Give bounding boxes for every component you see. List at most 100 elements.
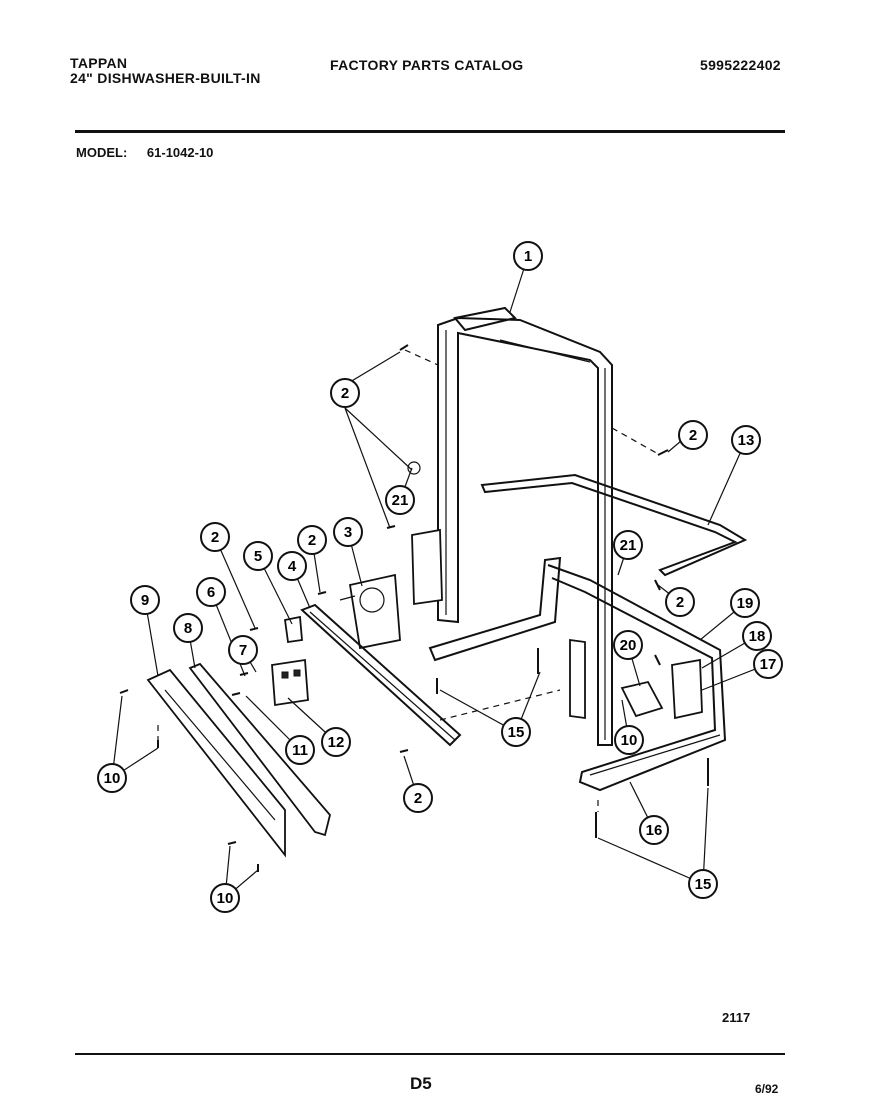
callout-circle bbox=[321, 727, 351, 757]
model-number: 61-1042-10 bbox=[146, 145, 214, 160]
callout-2: 2 bbox=[297, 525, 327, 555]
callout-circle bbox=[688, 869, 718, 899]
alignment-lines bbox=[157, 349, 661, 812]
callout-2: 2 bbox=[330, 378, 360, 408]
callout-circle bbox=[333, 517, 363, 547]
frame-assembly bbox=[437, 306, 613, 746]
callout-16: 16 bbox=[639, 815, 669, 845]
callout-number: 9 bbox=[141, 592, 149, 609]
callout-2: 2 bbox=[678, 420, 708, 450]
callout-circle bbox=[330, 378, 360, 408]
callout-number: 10 bbox=[104, 770, 121, 787]
callout-number: 2 bbox=[689, 427, 697, 444]
model-label: MODEL: bbox=[76, 145, 128, 160]
switch-assembly bbox=[271, 615, 309, 707]
callout-10: 10 bbox=[97, 763, 127, 793]
callout-12: 12 bbox=[321, 727, 351, 757]
callout-number: 13 bbox=[738, 432, 755, 449]
callout-circle bbox=[753, 649, 783, 679]
callout-number: 6 bbox=[207, 584, 215, 601]
callout-circle bbox=[665, 587, 695, 617]
callout-number: 18 bbox=[749, 628, 766, 645]
callout-15: 15 bbox=[688, 869, 718, 899]
callout-number: 17 bbox=[760, 656, 777, 673]
callout-circle bbox=[285, 735, 315, 765]
callout-number: 20 bbox=[620, 637, 637, 654]
callout-circle bbox=[501, 717, 531, 747]
callout-circle bbox=[200, 522, 230, 552]
revision-date: 6/92 bbox=[755, 1082, 779, 1096]
callout-9: 9 bbox=[130, 585, 160, 615]
callout-circle bbox=[228, 635, 258, 665]
callout-2: 2 bbox=[665, 587, 695, 617]
callout-21: 21 bbox=[385, 485, 415, 515]
product-name: 24" DISHWASHER-BUILT-IN bbox=[70, 70, 261, 86]
mount-bracket bbox=[407, 461, 443, 606]
callout-circle bbox=[613, 630, 643, 660]
callout-number: 2 bbox=[414, 790, 422, 807]
callout-19: 19 bbox=[730, 588, 760, 618]
hinge-bracket bbox=[569, 638, 703, 720]
callout-number: 11 bbox=[292, 742, 308, 759]
water-valve bbox=[339, 573, 401, 650]
access-panel bbox=[146, 662, 331, 858]
callout-21: 21 bbox=[613, 530, 643, 560]
callout-number: 1 bbox=[524, 248, 532, 265]
callout-number: 10 bbox=[621, 732, 638, 749]
callout-number: 2 bbox=[341, 385, 349, 402]
switch-rail bbox=[300, 603, 462, 747]
callout-2: 2 bbox=[200, 522, 230, 552]
callout-circle bbox=[614, 725, 644, 755]
callout-18: 18 bbox=[742, 621, 772, 651]
callout-circle bbox=[730, 588, 760, 618]
callout-number: 8 bbox=[184, 620, 192, 637]
callout-number: 12 bbox=[328, 734, 345, 751]
callout-4: 4 bbox=[277, 551, 307, 581]
callout-circle bbox=[196, 577, 226, 607]
callout-circle bbox=[639, 815, 669, 845]
callout-number: 15 bbox=[508, 724, 525, 741]
lower-rail bbox=[428, 556, 727, 792]
callout-number: 2 bbox=[211, 529, 219, 546]
callout-11: 11 bbox=[285, 735, 315, 765]
footer-divider bbox=[75, 1053, 785, 1055]
callout-number: 10 bbox=[217, 890, 234, 907]
model-row: MODEL: 61-1042-10 bbox=[76, 145, 213, 160]
callout-circle bbox=[130, 585, 160, 615]
rail-13 bbox=[480, 473, 748, 577]
screws bbox=[119, 344, 709, 872]
callout-8: 8 bbox=[173, 613, 203, 643]
callout-3: 3 bbox=[333, 517, 363, 547]
callout-number: 7 bbox=[239, 642, 247, 659]
callout-number: 19 bbox=[737, 595, 754, 612]
callout-number: 5 bbox=[254, 548, 262, 565]
callout-20: 20 bbox=[613, 630, 643, 660]
callout-circle bbox=[243, 541, 273, 571]
callout-circle bbox=[742, 621, 772, 651]
callout-number: 3 bbox=[344, 524, 352, 541]
diagram-code: 2117 bbox=[722, 1010, 751, 1025]
callout-circle bbox=[613, 530, 643, 560]
page-label: D5 bbox=[410, 1074, 432, 1093]
callout-13: 13 bbox=[731, 425, 761, 455]
callout-circle bbox=[513, 241, 543, 271]
callout-number: 21 bbox=[620, 537, 637, 554]
callout-number: 2 bbox=[676, 594, 684, 611]
callout-15: 15 bbox=[501, 717, 531, 747]
callout-number: 16 bbox=[646, 822, 663, 839]
catalog-title: FACTORY PARTS CATALOG bbox=[330, 57, 524, 73]
callout-5: 5 bbox=[243, 541, 273, 571]
callout-circle bbox=[97, 763, 127, 793]
callout-number: 15 bbox=[695, 876, 712, 893]
callout-circle bbox=[173, 613, 203, 643]
callout-circle bbox=[297, 525, 327, 555]
callout-17: 17 bbox=[753, 649, 783, 679]
callout-circle bbox=[731, 425, 761, 455]
callout-circle bbox=[210, 883, 240, 913]
callout-circle bbox=[385, 485, 415, 515]
brand-name: TAPPAN bbox=[70, 55, 128, 71]
callout-10: 10 bbox=[614, 725, 644, 755]
callout-number: 2 bbox=[308, 532, 316, 549]
